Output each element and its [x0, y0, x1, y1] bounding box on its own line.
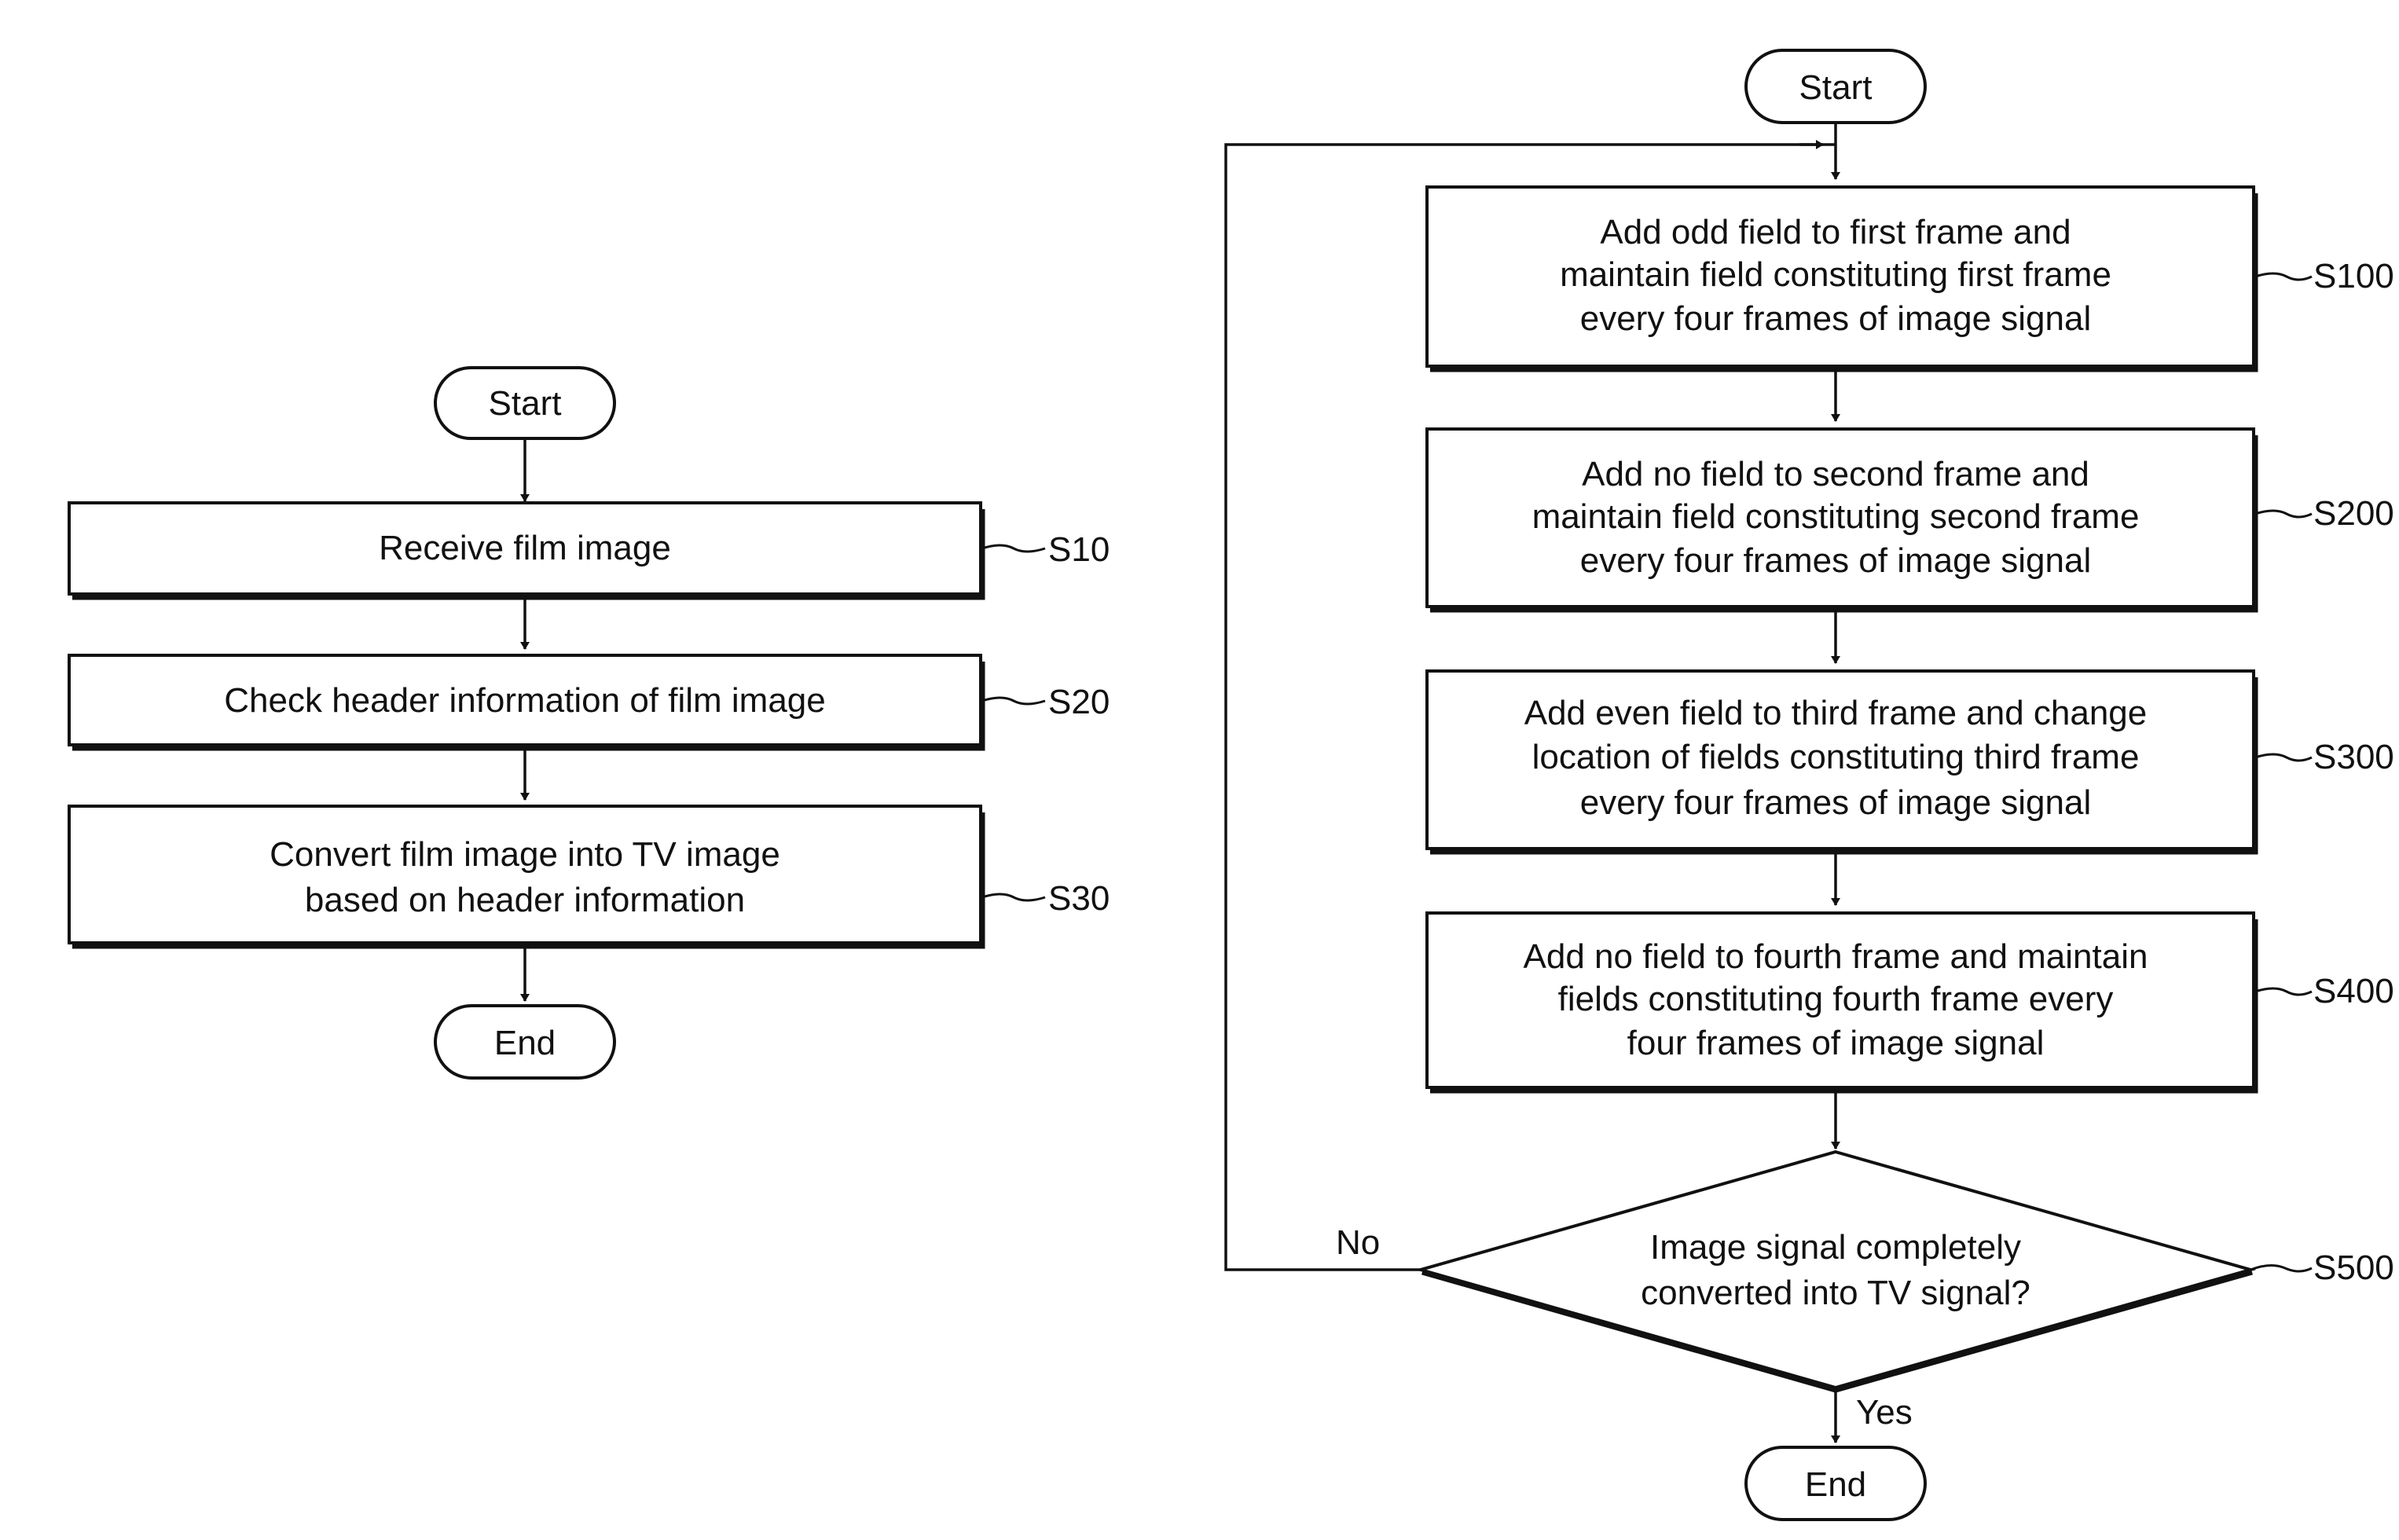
- s100-text-line3: every four frames of image signal: [1580, 299, 2092, 338]
- s500-text-line1: Image signal completely: [1650, 1228, 2021, 1267]
- step-label-s200: S200: [2313, 494, 2394, 533]
- right-end-text: End: [1805, 1465, 1866, 1504]
- s30-text-line2: based on header information: [305, 881, 745, 919]
- s300-text-line1: Add even field to third frame and change: [1524, 694, 2148, 732]
- left-start-text: Start: [489, 384, 562, 423]
- process-box-s200: Add no field to second frame and maintai…: [1427, 429, 2394, 610]
- process-box-s400: Add no field to fourth frame and maintai…: [1427, 913, 2394, 1091]
- process-box-s30: Convert film image into TV image based o…: [69, 806, 1110, 946]
- s100-leader: [2255, 273, 2312, 280]
- s30-text-line1: Convert film image into TV image: [270, 835, 780, 874]
- s300-leader: [2255, 754, 2312, 761]
- s10-leader: [982, 545, 1045, 552]
- s200-text-line2: maintain field constituting second frame: [1532, 497, 2140, 536]
- step-label-s20: S20: [1048, 683, 1110, 721]
- step-label-s400: S400: [2313, 972, 2394, 1010]
- s400-leader: [2255, 988, 2312, 995]
- process-box-s10: Receive film image S10: [69, 503, 1110, 597]
- decision-yes-label: Yes: [1856, 1393, 1913, 1432]
- s400-text-line3: four frames of image signal: [1627, 1024, 2045, 1062]
- s300-text-line3: every four frames of image signal: [1580, 783, 2092, 822]
- s400-text-line2: fields constituting fourth frame every: [1558, 980, 2114, 1018]
- s20-text: Check header information of film image: [224, 681, 825, 720]
- s100-text-line2: maintain field constituting first frame: [1560, 255, 2111, 294]
- s300-text-line2: location of fields constituting third fr…: [1532, 738, 2140, 776]
- process-box-s20: Check header information of film image S…: [69, 655, 1110, 748]
- s200-text-line3: every four frames of image signal: [1580, 541, 2092, 580]
- step-label-s500: S500: [2313, 1248, 2394, 1287]
- right-start-terminal: Start: [1746, 50, 1925, 123]
- left-flowchart: Start Receive film image S10 Check heade…: [69, 368, 1110, 1078]
- decision-diamond-s500: Image signal completely converted into T…: [1421, 1152, 2394, 1390]
- process-box-s300: Add even field to third frame and change…: [1427, 671, 2394, 852]
- step-label-s100: S100: [2313, 257, 2394, 295]
- right-end-terminal: End: [1746, 1447, 1925, 1520]
- step-label-s10: S10: [1048, 530, 1110, 569]
- step-label-s30: S30: [1048, 879, 1110, 918]
- s200-text-line1: Add no field to second frame and: [1582, 455, 2089, 493]
- right-flowchart: Start Add odd field to first frame and m…: [1226, 50, 2394, 1520]
- step-label-s300: S300: [2313, 738, 2394, 776]
- s30-leader: [982, 894, 1045, 900]
- s500-leader: [2250, 1265, 2312, 1271]
- left-start-terminal: Start: [435, 368, 614, 438]
- left-end-terminal: End: [435, 1006, 614, 1078]
- s200-leader: [2255, 511, 2312, 517]
- s10-text: Receive film image: [379, 529, 671, 567]
- s400-text-line1: Add no field to fourth frame and maintai…: [1524, 937, 2148, 976]
- right-start-text: Start: [1799, 68, 1873, 107]
- s100-text-line1: Add odd field to first frame and: [1600, 213, 2071, 251]
- left-end-text: End: [494, 1024, 556, 1062]
- s20-leader: [982, 698, 1045, 704]
- decision-no-label: No: [1336, 1223, 1380, 1262]
- process-box-s100: Add odd field to first frame and maintai…: [1427, 187, 2394, 369]
- s500-text-line2: converted into TV signal?: [1641, 1274, 2030, 1312]
